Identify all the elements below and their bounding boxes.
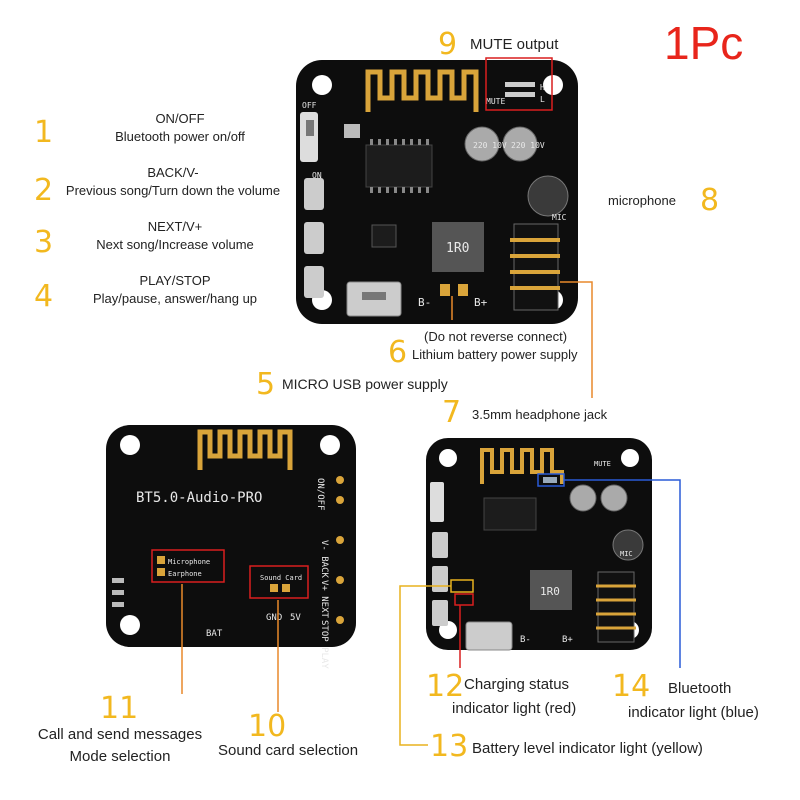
callout-2-title: BACK/V- [147,165,199,180]
antenna-trace [365,69,479,112]
small-b-plus: B+ [562,635,573,645]
callout-number-14: 14 [612,669,651,704]
cap-label-2: 220 10V [511,141,545,150]
callout-number-4: 4 [34,279,54,314]
callout-number-10: 10 [248,709,287,744]
callout-number-12: 12 [426,669,465,704]
mute-highlight-box [485,57,553,111]
l-silk: L [540,95,545,104]
back-board: BT5.0-Audio-PRO ON/OFF V- BACK V+ NEXT S… [106,425,356,669]
small-mic-silk: MIC [620,550,633,558]
mute-silk: MUTE [486,97,505,106]
callout-5-desc: MICRO USB power supply [282,376,448,392]
callout-12-desc: indicator light (red) [452,700,577,717]
callout-6-desc: Lithium battery power supply [412,347,578,362]
inductor [432,222,484,272]
callout-11-title: Call and send messages [37,726,203,743]
microphone-capsule [527,175,569,217]
play-button [304,266,324,298]
callout-number-5: 5 [256,367,276,402]
callout-1-desc: Bluetooth power on/off [115,129,245,144]
capacitor-left [464,126,500,162]
on-off-silk: ON/OFF [315,478,325,511]
callout-6-title: (Do not reverse connect) [424,329,568,344]
inductor-label: 1R0 [446,241,469,256]
mic-silk: MIC [552,213,567,222]
microphone-silk: Microphone [168,558,210,566]
cap-label-1: 220 10V [473,141,507,150]
amplifier-chip [365,144,433,188]
callout-number-9: 9 [438,27,458,62]
bat-silk: BAT [206,629,223,639]
callout-number-1: 1 [34,115,54,150]
board-model-silk: BT5.0-Audio-PRO [136,490,262,506]
callout-3-title: NEXT/V+ [147,219,203,234]
callout-14-desc: indicator light (blue) [628,704,759,721]
callout-9-desc: MUTE output [470,36,559,53]
callout-number-2: 2 [34,173,54,208]
earphone-silk: Earphone [168,570,202,578]
b-plus-silk: B+ [474,296,488,309]
quantity-badge: 1Pc [664,17,744,69]
callout-4-title: PLAY/STOP [139,273,211,288]
small-mute-silk: MUTE [594,460,611,468]
callout-4-desc: Play/pause, answer/hang up [92,291,258,306]
b-minus-silk: B- [418,296,431,309]
callout-11-desc: Mode selection [69,748,171,765]
callout-1-title: ON/OFF [155,111,205,126]
next-button [304,222,324,254]
small-antenna [480,448,564,484]
callout-number-6: 6 [388,335,408,370]
headphone-jack [513,223,559,311]
next-silk: V+ NEXT [319,580,329,619]
callout-number-11: 11 [100,691,139,726]
callout-12-title: Charging status [464,676,570,693]
callout-number-13: 13 [430,729,469,764]
battery-level-leader [399,585,451,746]
callout-7-desc: 3.5mm headphone jack [472,407,608,422]
callout-number-7: 7 [442,395,462,430]
callout-number-8: 8 [700,183,720,218]
front-board-small: 1R0 B- B+ MUTE MIC [426,438,652,651]
back-silk: V- BACK [319,540,329,579]
off-silk: OFF [302,101,317,110]
play-silk: STOP PLAY [319,620,329,669]
small-b-minus: B- [520,635,531,645]
5v-silk: 5V [290,613,301,623]
callout-10-desc: Sound card selection [218,742,359,759]
callout-3-desc: Next song/Increase volume [96,237,254,252]
charging-led-box [454,593,474,606]
back-antenna [197,429,293,470]
power-switch [300,112,318,162]
callout-14-title: Bluetooth [668,680,732,697]
headphone-leader [560,281,593,398]
callout-2-desc: Previous song/Turn down the volume [65,183,281,198]
capacitor-right [502,126,538,162]
on-silk: ON [312,171,322,180]
mode-select-box [151,549,225,583]
callout-8-desc: microphone [608,193,676,208]
gnd-silk: GND [266,613,282,623]
callout-13-desc: Battery level indicator light (yellow) [472,740,703,757]
sound-card-silk: Sound Card [260,574,302,582]
callout-number-3: 3 [34,225,54,260]
sound-card-box [249,565,309,599]
top-board: 220 10V 220 10V MIC 1R0 B- B+ OFF ON MUT… [296,57,578,324]
h-silk: H [540,83,545,92]
back-button [304,178,324,210]
small-inductor-label: 1R0 [540,585,560,598]
bluetooth-leader [564,479,681,668]
